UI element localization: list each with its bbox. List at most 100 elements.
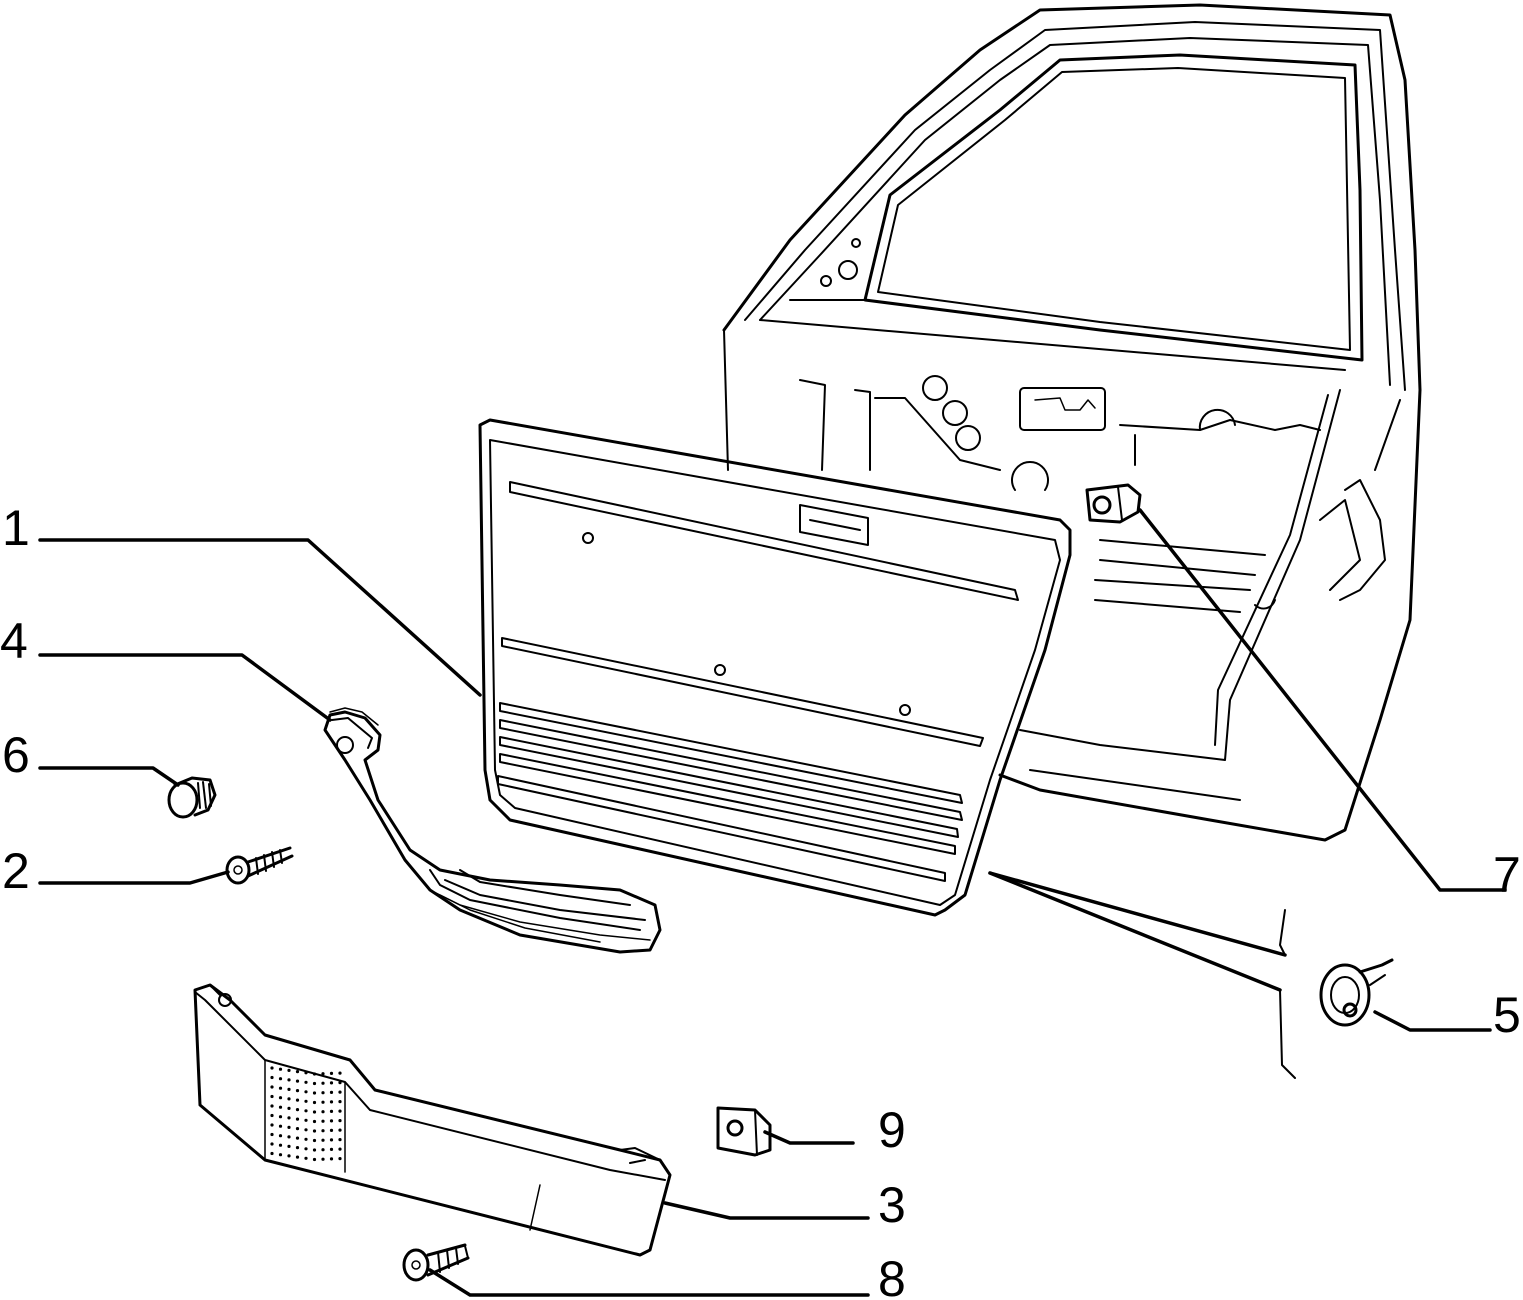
speaker-hole <box>338 1128 342 1132</box>
speaker-hole <box>329 1128 334 1132</box>
speaker-hole <box>321 1072 325 1076</box>
leader-8 <box>428 1268 870 1297</box>
leader-9 <box>763 1130 855 1145</box>
speaker-hole <box>329 1090 334 1094</box>
speaker-hole <box>270 1142 274 1146</box>
speaker-grille-dots <box>270 1066 342 1162</box>
speaker-hole <box>338 1100 342 1104</box>
speaker-hole <box>287 1087 291 1091</box>
speaker-hole <box>278 1077 283 1081</box>
speaker-hole <box>287 1144 291 1148</box>
speaker-hole <box>329 1109 334 1113</box>
speaker-hole <box>278 1134 283 1138</box>
speaker-hole <box>321 1081 325 1085</box>
speaker-hole <box>321 1148 325 1152</box>
speaker-hole <box>304 1137 308 1141</box>
speaker-hole <box>304 1147 308 1151</box>
speaker-hole <box>338 1109 342 1113</box>
leader-2 <box>38 870 230 885</box>
speaker-hole <box>329 1138 334 1142</box>
leader-1 <box>38 538 482 697</box>
leader-lines <box>38 508 1507 1297</box>
speaker-hole <box>304 1090 308 1094</box>
speaker-hole <box>270 1066 274 1070</box>
leader-5-b <box>988 871 1282 992</box>
speaker-hole <box>312 1138 317 1143</box>
speaker-hole <box>329 1100 334 1104</box>
speaker-hole <box>312 1110 317 1114</box>
speaker-hole <box>278 1153 283 1157</box>
speaker-hole <box>304 1099 308 1103</box>
speaker-hole <box>329 1157 334 1161</box>
speaker-hole <box>295 1070 300 1074</box>
leader-7 <box>1138 508 1507 892</box>
speaker-hole <box>312 1091 317 1095</box>
speaker-hole <box>295 1089 300 1093</box>
speaker-hole <box>287 1068 291 1072</box>
speaker-hole <box>312 1072 317 1076</box>
speaker-hole <box>278 1143 283 1147</box>
callout-6: 6 <box>2 727 30 783</box>
part-3-lower-trim <box>193 983 672 1257</box>
speaker-hole <box>270 1132 274 1137</box>
speaker-hole <box>321 1129 325 1133</box>
callout-3: 3 <box>878 1177 906 1233</box>
callout-9: 9 <box>878 1102 906 1158</box>
door-shell <box>722 3 1422 842</box>
callout-2: 2 <box>2 843 30 899</box>
speaker-hole <box>304 1118 308 1122</box>
speaker-hole <box>338 1090 342 1094</box>
speaker-hole <box>304 1156 308 1160</box>
speaker-hole <box>321 1100 325 1104</box>
speaker-hole <box>321 1119 325 1123</box>
speaker-hole <box>287 1125 291 1129</box>
speaker-hole <box>338 1119 342 1123</box>
speaker-hole <box>338 1157 342 1161</box>
speaker-hole <box>329 1071 334 1075</box>
speaker-hole <box>270 1151 274 1156</box>
speaker-hole <box>321 1157 325 1161</box>
speaker-hole <box>321 1138 325 1142</box>
speaker-hole <box>312 1129 317 1133</box>
speaker-hole <box>312 1081 317 1086</box>
speaker-hole <box>312 1148 317 1152</box>
part-7-clip <box>1085 483 1142 524</box>
speaker-hole <box>270 1123 274 1127</box>
part-9-clip <box>716 1106 772 1157</box>
speaker-hole <box>295 1127 300 1131</box>
speaker-hole <box>278 1124 283 1128</box>
speaker-hole <box>338 1138 342 1142</box>
speaker-hole <box>321 1110 325 1114</box>
speaker-hole <box>287 1097 291 1101</box>
speaker-hole <box>338 1147 342 1151</box>
leader-5 <box>1373 1010 1492 1032</box>
speaker-hole <box>278 1067 283 1071</box>
leader-6 <box>38 766 180 787</box>
speaker-hole <box>278 1115 283 1119</box>
speaker-hole <box>287 1135 291 1139</box>
speaker-hole <box>295 1155 300 1159</box>
part-2-screw <box>225 846 294 885</box>
speaker-hole <box>338 1071 342 1075</box>
speaker-hole <box>278 1086 283 1090</box>
speaker-hole <box>287 1116 291 1120</box>
part-6-plug <box>167 776 217 819</box>
speaker-hole <box>270 1113 274 1118</box>
speaker-hole <box>287 1106 291 1110</box>
leader-3 <box>663 1201 870 1220</box>
speaker-hole <box>270 1104 274 1108</box>
part-5-push-clip <box>1279 909 1394 1079</box>
speaker-hole <box>287 1154 291 1158</box>
callout-5: 5 <box>1493 987 1521 1043</box>
speaker-hole <box>278 1105 283 1109</box>
part-1-door-trim-panel <box>478 418 1072 917</box>
speaker-hole <box>295 1098 300 1102</box>
speaker-hole <box>312 1100 317 1105</box>
speaker-hole <box>270 1085 274 1089</box>
speaker-hole <box>278 1096 283 1100</box>
speaker-hole <box>329 1147 334 1151</box>
leader-5-a <box>988 871 1287 957</box>
part-4-armrest <box>323 707 662 954</box>
speaker-hole <box>312 1157 317 1162</box>
